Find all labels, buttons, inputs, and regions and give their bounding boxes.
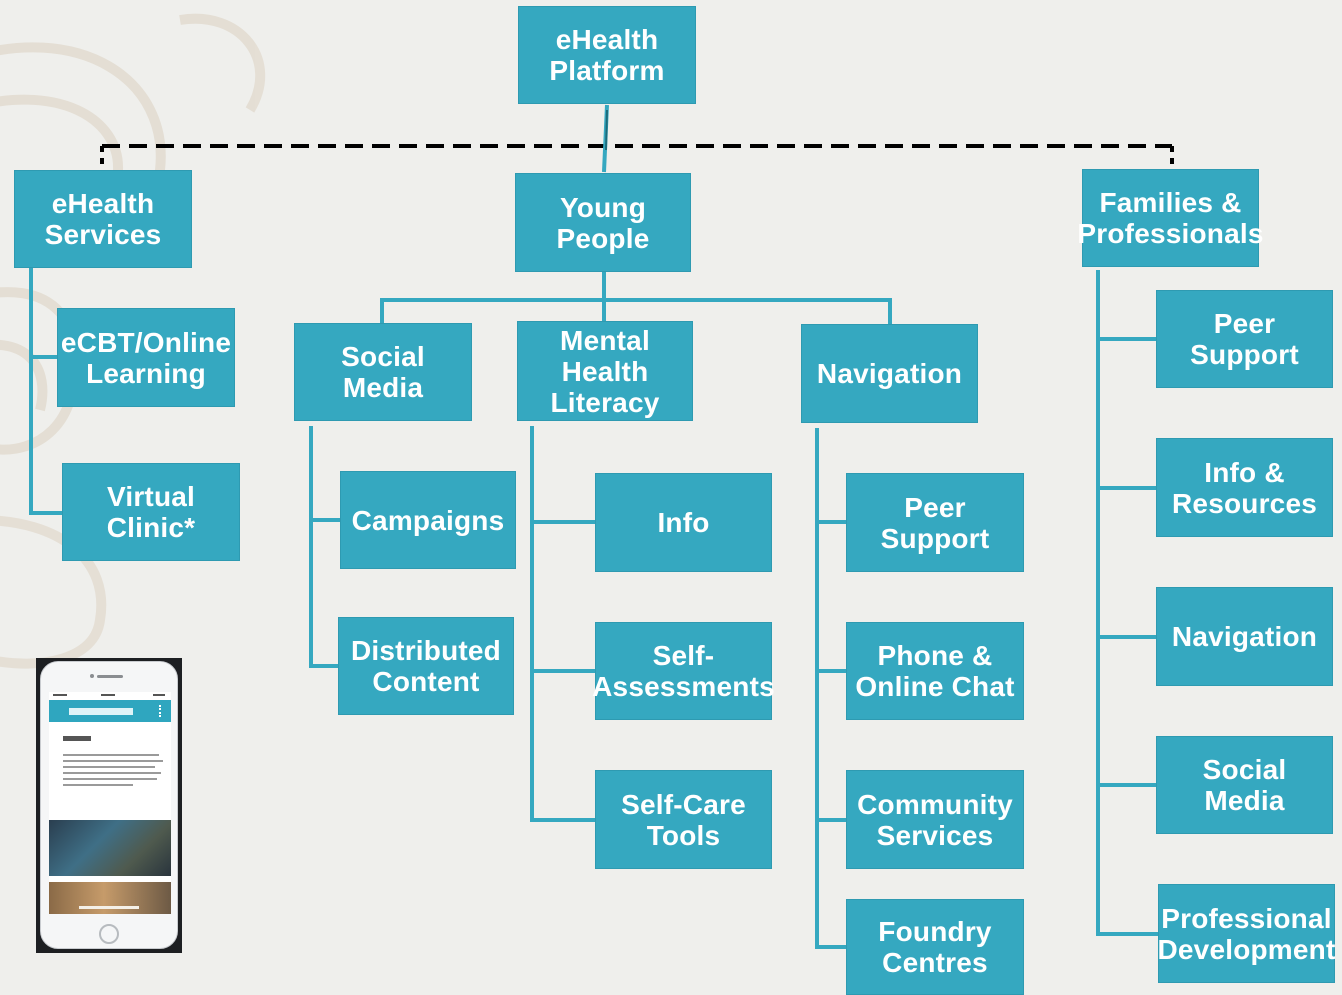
node-social-media: Social Media (294, 323, 472, 421)
node-foundry-centres: Foundry Centres (846, 899, 1024, 995)
node-professional-development: Professional Development (1157, 884, 1335, 983)
node-ecbt-online-learning: eCBT/Online Learning (57, 308, 235, 407)
node-phone-online-chat: Phone & Online Chat (846, 622, 1024, 720)
node-ehealth-services: eHealth Services (14, 170, 192, 268)
node-families-professionals: Families & Professionals (1077, 169, 1263, 267)
node-navigation-fp: Navigation (1156, 587, 1333, 686)
node-virtual-clinic: Virtual Clinic* (62, 463, 240, 561)
node-self-assessments: Self- Assessments (592, 622, 775, 720)
node-young-people: Young People (515, 173, 691, 272)
node-distributed-content: Distributed Content (338, 617, 514, 715)
node-peer-support-fp: Peer Support (1156, 290, 1333, 388)
node-peer-support-yp: Peer Support (846, 473, 1024, 572)
node-campaigns: Campaigns (340, 471, 516, 569)
node-info: Info (595, 473, 772, 572)
node-mental-health-literacy: Mental Health Literacy (517, 321, 693, 421)
node-self-care-tools: Self-Care Tools (595, 770, 772, 869)
node-navigation: Navigation (801, 324, 978, 423)
node-info-resources: Info & Resources (1156, 438, 1333, 537)
node-social-media-fp: Social Media (1156, 736, 1333, 834)
node-community-services: Community Services (846, 770, 1024, 869)
smartphone-screenshot-icon (36, 658, 182, 953)
root-node-ehealth-platform: eHealth Platform (518, 6, 696, 104)
